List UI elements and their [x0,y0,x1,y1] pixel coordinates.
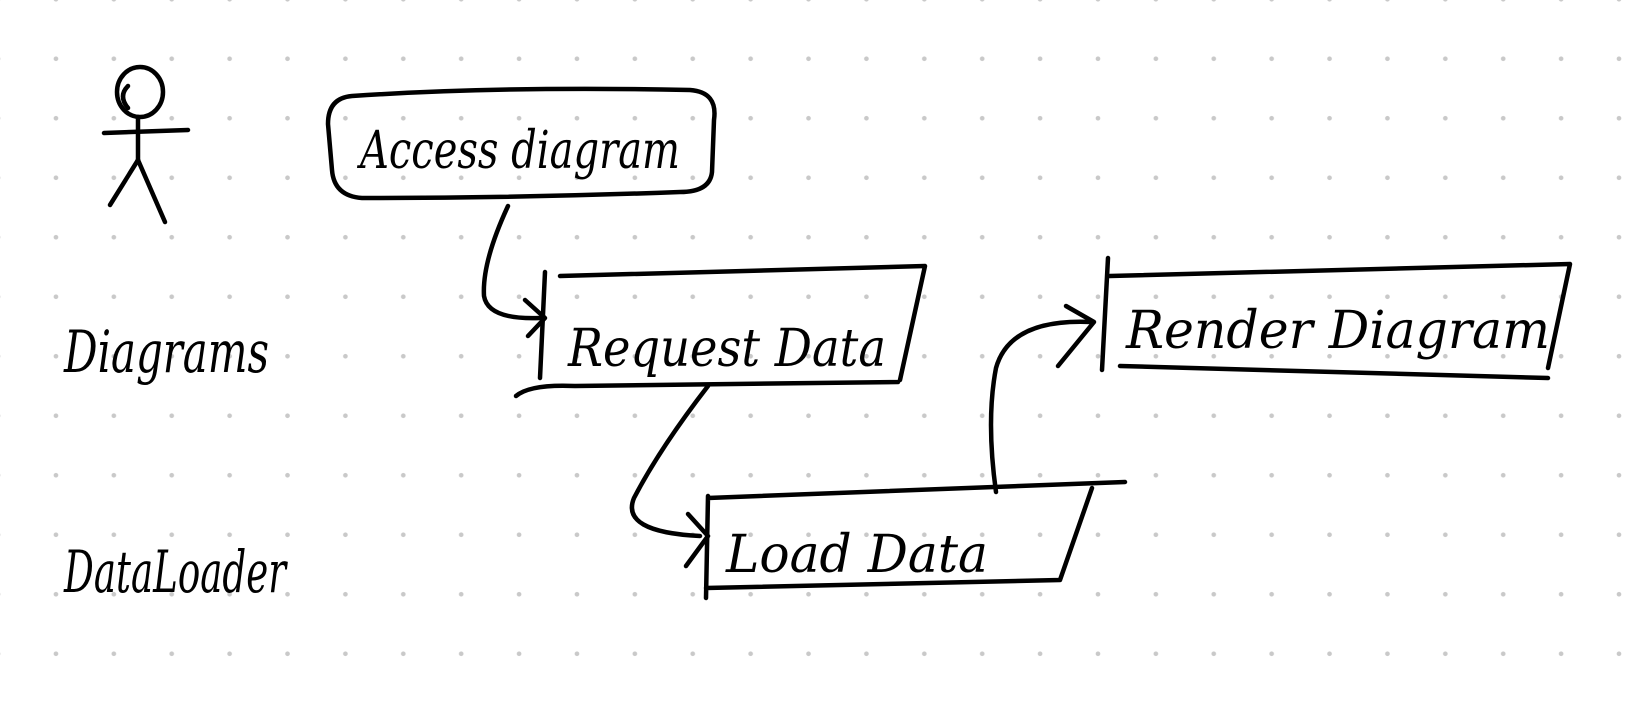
connector-line [988,319,1095,495]
node-label: Request Data [567,319,886,379]
arrowhead-icon [683,511,711,569]
node-box [1099,255,1573,381]
lane-label-dataloader: DataLoader [63,538,288,606]
edge-access-to-request [481,203,548,339]
node-box [513,263,928,399]
node-box [325,86,717,201]
stick-figure-icon [101,64,191,225]
node-load-data: Load Data [703,479,1128,601]
edge-load-to-render [988,303,1097,495]
connector-line [481,203,543,321]
lane-label-diagrams: Diagrams [63,318,269,386]
node-label: Render Diagram [1125,301,1550,361]
node-label: Access diagram [357,121,680,181]
arrowhead-icon [1055,303,1097,369]
arrowhead-icon [522,297,548,339]
node-request-data: Request Data [513,263,928,399]
edge-request-to-load [629,383,711,569]
node-render-diagram: Render Diagram [1099,255,1573,381]
node-box [703,479,1128,601]
node-label: Load Data [725,525,988,585]
node-access-diagram: Access diagram [325,86,717,201]
connector-line [629,383,711,539]
